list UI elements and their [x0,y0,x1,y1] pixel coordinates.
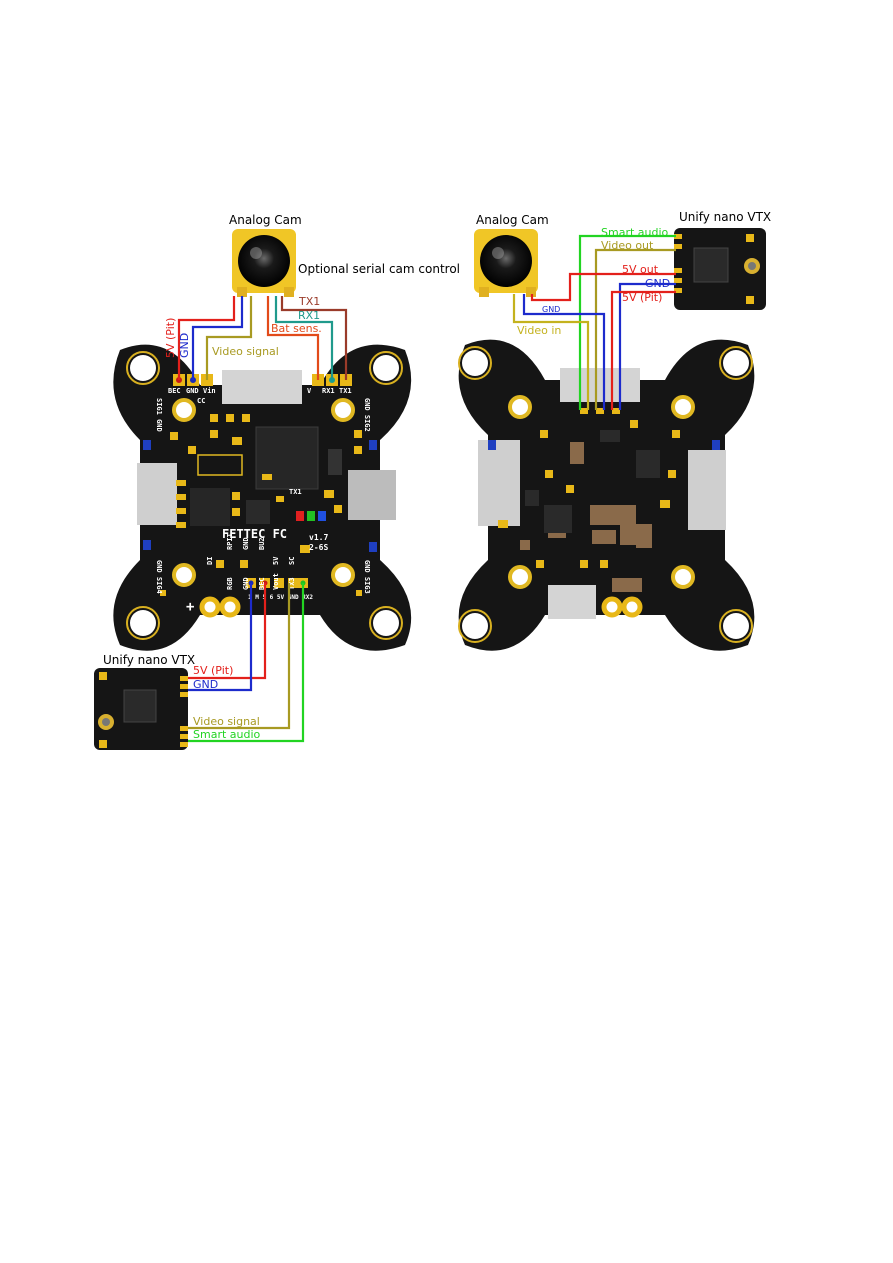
right-label-video-in: Video in [517,324,561,337]
silk-sig2: GND SIG2 [363,398,371,432]
silk-bu2: BU2 [258,537,266,550]
silk-cells: 2-6S [309,543,328,552]
right-mount-holes [458,346,753,643]
wire-label-video: Video signal [212,345,279,358]
vtx-wire-label-gnd: GND [193,678,218,691]
right-left-connector [478,440,520,526]
left-vtx [94,668,188,750]
silk-sc: SC [288,557,296,565]
silk-rgb: RGB [226,577,234,590]
chip-small [246,500,270,524]
silk-tx1: TX1 [289,488,302,496]
left-vtx-wires [188,583,305,743]
capacitors [520,442,652,592]
silk-tx1-top: TX1 [339,387,352,395]
right-label-cam-gnd: GND [542,305,560,314]
silk-gnd: GND [186,387,199,395]
silk-di: DI [206,557,214,565]
left-vtx-label: Unify nano VTX [103,653,195,667]
vtx-wire-label-video: Video signal [193,715,260,728]
right-bottom-connector [548,585,596,619]
silk-gnd-b: GND [242,577,250,590]
right-label-5v-pit: 5V (Pit) [622,291,662,304]
silk-sig3: GND SIG3 [363,560,371,594]
silk-vout: Vout [272,573,280,590]
silk-rpi: RPIT [226,533,234,550]
wire-label-tx1: TX1 [298,295,320,308]
button [328,449,342,475]
right-flight-controller [458,339,755,651]
right-analog-cam [474,229,538,297]
silk-sig1: SIG1 GND [155,398,163,432]
silk-v: V [307,387,312,395]
right-label-5v-out: 5V out [622,263,659,276]
silk-sig4: GND SIG4 [155,560,163,594]
vtx-wire-label-audio: Smart audio [193,728,261,741]
right-gold-pads [498,408,680,568]
silk-gnd-a: GND [242,537,250,550]
silk-brand: FETTEC FC [222,527,287,541]
right-blue-leds [488,440,720,450]
chip [190,488,230,526]
gold-pads [160,414,362,596]
led-blue [318,511,326,521]
right-cam-label: Analog Cam [476,213,549,227]
left-flight-controller: BEC GND Vin CC V RX1 TX1 TX1 FETTEC FC v… [113,344,412,651]
wire-label-gnd: GND [178,333,191,358]
silk-vin: Vin [203,387,216,395]
left-cam-label: Analog Cam [229,213,302,227]
cam-control-note: Optional serial cam control [298,262,460,276]
top-connector [222,370,302,404]
silk-bec: BEC [168,387,181,395]
left-analog-cam [232,229,296,297]
left-connector [137,463,177,525]
right-label-video-out: Video out [601,239,654,252]
left-cam-wires [177,296,348,380]
silk-plus: + [186,599,194,615]
right-top-connector [560,368,640,402]
led-green [307,511,315,521]
silk-tx3: TX3 [288,577,296,590]
right-wires [512,234,676,410]
right-label-gnd: GND [645,277,670,290]
right-right-connector [688,450,726,530]
right-vtx [674,228,766,310]
silk-bec: BEC [258,577,266,590]
wire-label-rx1: RX1 [298,309,320,322]
right-label-smart-audio: Smart audio [601,226,669,239]
silk-5v: 5V [272,556,280,565]
right-connector [348,470,396,520]
wire-label-bat: Bat sens. [271,322,322,335]
silk-cc: CC [197,397,205,405]
mount-holes [126,351,403,640]
silk-bottom-row: 1 M 5 6 5V GND RX2 [248,594,313,601]
right-vtx-label: Unify nano VTX [679,210,771,224]
silk-version: v1.7 [309,533,328,542]
silk-rx1: RX1 [322,387,335,395]
led-red [296,511,304,521]
blue-leds [143,440,377,552]
vtx-wire-label-5v-pit: 5V (Pit) [193,664,233,677]
wire-label-5v-pit: 5V (Pit) [164,318,177,358]
right-chips [525,430,660,533]
